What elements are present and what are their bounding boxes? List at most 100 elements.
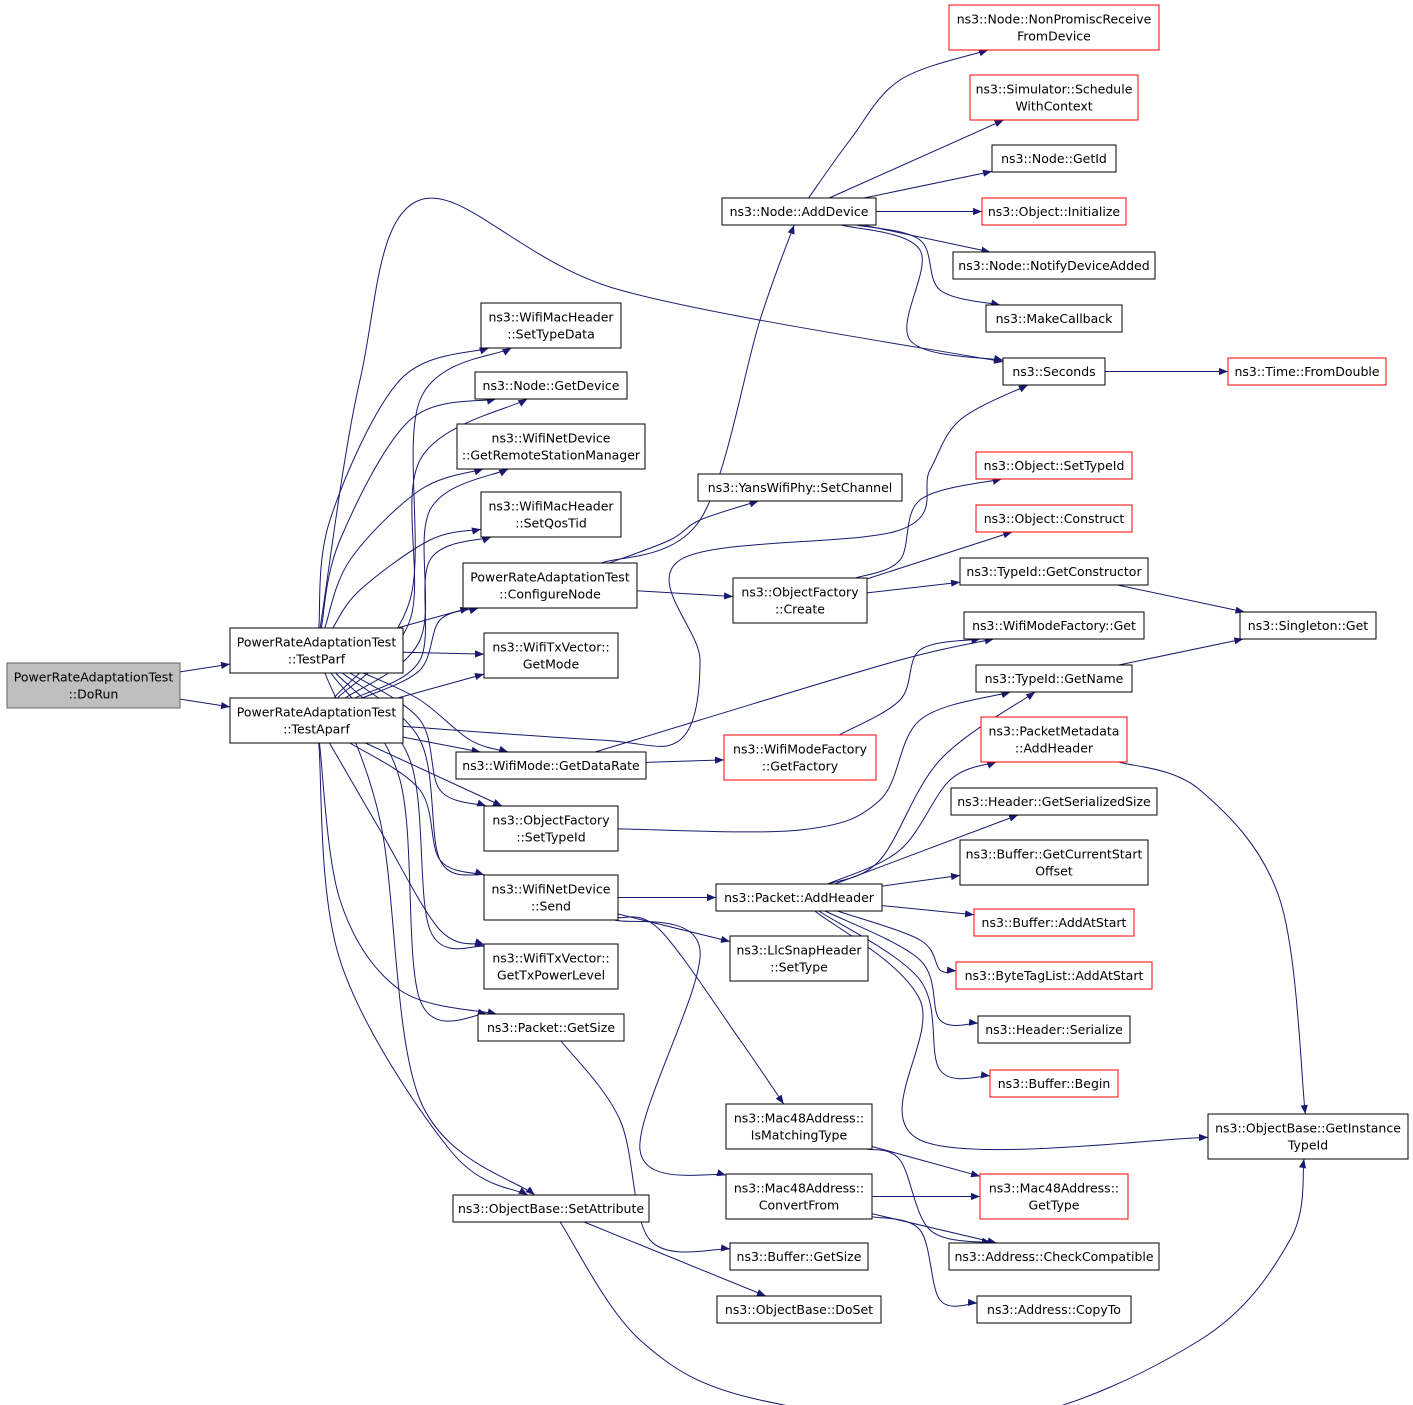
node-box xyxy=(959,557,1149,586)
node-pmaddheader[interactable]: ns3::PacketMetadata::AddHeader xyxy=(980,716,1128,763)
node-getdatarate[interactable]: ns3::WifiMode::GetDataRate xyxy=(455,751,647,780)
node-label-line: ns3::ObjectFactory xyxy=(741,585,859,600)
node-addrcheckcompat[interactable]: ns3::Address::CheckCompatible xyxy=(948,1242,1160,1271)
node-label-line: ns3::ObjectBase::SetAttribute xyxy=(458,1201,644,1216)
node-box xyxy=(721,197,877,226)
node-yanssetchannel[interactable]: ns3::YansWifiPhy::SetChannel xyxy=(697,473,903,502)
node-typeidgetname[interactable]: ns3::TypeId::GetName xyxy=(975,664,1133,693)
call-edge-packetaddheader-to-btladdatstart xyxy=(837,910,957,974)
node-label-line: ns3::ByteTagList::AddAtStart xyxy=(965,968,1144,983)
node-label-line: ns3::Node::AddDevice xyxy=(730,204,869,219)
node-convertfrom[interactable]: ns3::Mac48Address::ConvertFrom xyxy=(725,1173,873,1220)
node-makecallback[interactable]: ns3::MakeCallback xyxy=(985,304,1123,333)
node-wmfget[interactable]: ns3::WifiModeFactory::Get xyxy=(963,611,1145,640)
node-setattribute[interactable]: ns3::ObjectBase::SetAttribute xyxy=(452,1194,650,1223)
node-timefromdouble[interactable]: ns3::Time::FromDouble xyxy=(1227,357,1387,386)
node-label-line: ns3::PacketMetadata xyxy=(989,724,1120,739)
node-box xyxy=(963,611,1145,640)
node-nodegetid[interactable]: ns3::Node::GetId xyxy=(991,144,1117,173)
node-box xyxy=(715,883,883,912)
call-edge-testaparf-to-packetgetsize xyxy=(318,742,497,1016)
node-label-line: ns3::Node::NotifyDeviceAdded xyxy=(958,258,1149,273)
node-label-line: PowerRateAdaptationTest xyxy=(237,705,397,720)
node-bufaddatstart[interactable]: ns3::Buffer::AddAtStart xyxy=(973,908,1135,937)
node-btladdatstart[interactable]: ns3::ByteTagList::AddAtStart xyxy=(955,961,1153,990)
node-ofcreate[interactable]: ns3::ObjectFactory::Create xyxy=(732,577,868,624)
node-wndsend[interactable]: ns3::WifiNetDevice::Send xyxy=(483,874,619,921)
node-label-line: ConvertFrom xyxy=(759,1198,839,1213)
node-box xyxy=(729,935,869,982)
call-edge-packetaddheader-to-obgetinstance xyxy=(814,910,1209,1151)
node-seconds[interactable]: ns3::Seconds xyxy=(1002,357,1106,386)
node-singletonget[interactable]: ns3::Singleton::Get xyxy=(1239,611,1377,640)
node-label-line: ns3::Packet::AddHeader xyxy=(724,890,875,905)
node-bufbegin[interactable]: ns3::Buffer::Begin xyxy=(989,1069,1119,1098)
node-ofsettypeid[interactable]: ns3::ObjectFactory::SetTypeId xyxy=(483,805,619,852)
call-edge-wndsend-to-ismatchingtype xyxy=(617,916,785,1105)
node-label-line: ::Send xyxy=(531,899,571,914)
node-label-line: ns3::WifiMacHeader xyxy=(488,310,614,325)
call-edge-testaparf-to-ofsettypeid xyxy=(365,742,503,807)
node-getmode[interactable]: ns3::WifiTxVector::GetMode xyxy=(483,632,619,679)
node-box xyxy=(1207,1113,1409,1160)
node-label-line: ns3::Node::GetId xyxy=(1001,151,1107,166)
node-label-line: Offset xyxy=(1035,864,1073,879)
node-getremote[interactable]: ns3::WifiNetDevice::GetRemoteStationMana… xyxy=(456,423,646,470)
call-edge-testaparf-to-getmode xyxy=(397,673,485,699)
node-ismatchingtype[interactable]: ns3::Mac48Address::IsMatchingType xyxy=(725,1103,873,1150)
node-gettxpower[interactable]: ns3::WifiTxVector::GetTxPowerLevel xyxy=(483,943,619,990)
node-label-line: ns3::WifiTxVector:: xyxy=(492,951,609,966)
call-edge-pmaddheader-to-obgetinstance xyxy=(1118,761,1308,1115)
node-label-line: ns3::WifiMacHeader xyxy=(488,499,614,514)
node-addrcopyto[interactable]: ns3::Address::CopyTo xyxy=(976,1295,1132,1324)
node-wmfgetfactory[interactable]: ns3::WifiModeFactory::GetFactory xyxy=(723,734,877,781)
node-obdoset[interactable]: ns3::ObjectBase::DoSet xyxy=(716,1295,882,1324)
node-notifydeviceadded[interactable]: ns3::Node::NotifyDeviceAdded xyxy=(952,251,1156,280)
call-edge-setattribute-to-obgetinstance xyxy=(559,1158,1307,1405)
call-edge-testaparf-to-seconds xyxy=(402,384,1029,747)
node-label-line: GetTxPowerLevel xyxy=(497,968,605,983)
node-label-line: ::SetQosTid xyxy=(515,516,587,531)
call-edge-configurenode-to-nodeadddevice xyxy=(601,224,795,564)
node-box xyxy=(483,632,619,679)
node-testparf[interactable]: PowerRateAdaptationTest::TestParf xyxy=(229,627,404,674)
node-packetgetsize[interactable]: ns3::Packet::GetSize xyxy=(477,1013,625,1042)
node-label-line: ns3::Mac48Address:: xyxy=(734,1181,864,1196)
call-edge-configurenode-to-yanssetchannel xyxy=(609,500,759,564)
call-edge-configurenode-to-ofcreate xyxy=(636,590,734,600)
call-edge-wmfgetfactory-to-wmfget xyxy=(838,637,981,736)
call-edge-typeidgetname-to-singletonget xyxy=(1118,637,1244,666)
node-nodeadddevice[interactable]: ns3::Node::AddDevice xyxy=(721,197,877,226)
node-objconstruct[interactable]: ns3::Object::Construct xyxy=(975,504,1133,533)
node-macgettype[interactable]: ns3::Mac48Address::GetType xyxy=(979,1173,1129,1220)
node-hdrserialize[interactable]: ns3::Header::Serialize xyxy=(977,1015,1131,1044)
node-objinitialize[interactable]: ns3::Object::Initialize xyxy=(981,197,1127,226)
node-label-line: PowerRateAdaptationTest xyxy=(14,670,174,685)
node-nodegetdevice[interactable]: ns3::Node::GetDevice xyxy=(474,371,628,400)
node-box xyxy=(455,751,647,780)
node-box xyxy=(969,74,1139,121)
node-box xyxy=(980,716,1128,763)
node-dorun: PowerRateAdaptationTest::DoRun xyxy=(6,662,181,709)
node-hdrgetsersize[interactable]: ns3::Header::GetSerializedSize xyxy=(950,787,1158,816)
node-setqostid[interactable]: ns3::WifiMacHeader::SetQosTid xyxy=(480,491,622,538)
node-getconstructor[interactable]: ns3::TypeId::GetConstructor xyxy=(959,557,1149,586)
call-edge-testaparf-to-wndsend xyxy=(349,742,485,876)
node-testaparf[interactable]: PowerRateAdaptationTest::TestAparf xyxy=(229,697,404,744)
call-edge-getdatarate-to-wmfget xyxy=(595,637,994,753)
node-packetaddheader[interactable]: ns3::Packet::AddHeader xyxy=(715,883,883,912)
node-configurenode[interactable]: PowerRateAdaptationTest::ConfigureNode xyxy=(462,562,638,609)
node-llcsettype[interactable]: ns3::LlcSnapHeader::SetType xyxy=(729,935,869,982)
call-edge-ofsettypeid-to-typeidgetname xyxy=(617,691,1011,833)
call-edge-setattribute-to-obdoset xyxy=(583,1221,767,1297)
node-settypedata[interactable]: ns3::WifiMacHeader::SetTypeData xyxy=(480,302,622,349)
node-box xyxy=(991,144,1117,173)
node-objsettypeid[interactable]: ns3::Object::SetTypeId xyxy=(975,451,1133,480)
node-buffergetsize[interactable]: ns3::Buffer::GetSize xyxy=(729,1242,869,1271)
node-label-line: ns3::Header::GetSerializedSize xyxy=(957,794,1151,809)
